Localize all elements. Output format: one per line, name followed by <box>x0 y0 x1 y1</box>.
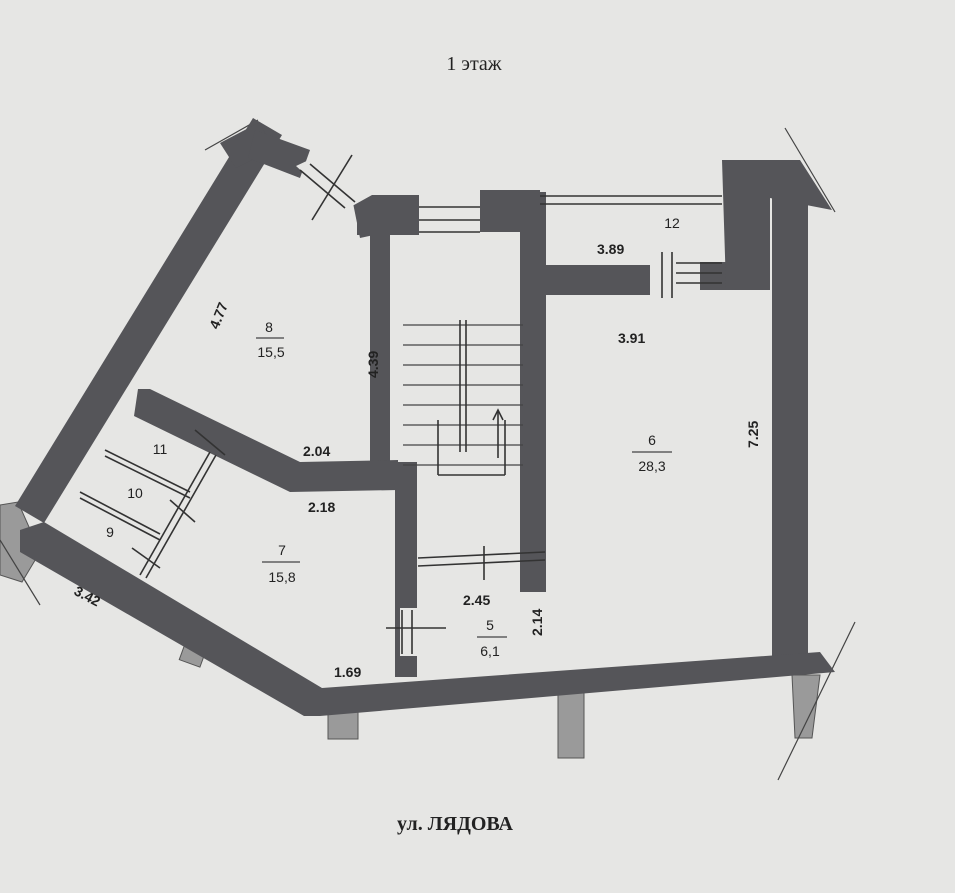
room-labels: 8 15,5 6 28,3 7 15,8 5 6,1 12 11 10 9 <box>106 215 680 659</box>
dim-2-18: 2.18 <box>308 499 335 515</box>
openings <box>296 150 722 656</box>
dim-4-77: 4.77 <box>206 300 231 331</box>
room-5-area: 6,1 <box>480 643 500 659</box>
walls <box>15 118 835 716</box>
room-5-number: 5 <box>486 617 494 633</box>
street-label: ул. ЛЯДОВА <box>397 813 513 835</box>
dim-1-69: 1.69 <box>334 664 361 680</box>
room-11-number: 11 <box>153 441 168 457</box>
room-6-area: 28,3 <box>638 458 665 474</box>
dim-3-89: 3.89 <box>597 241 624 257</box>
dim-2-14: 2.14 <box>529 609 545 636</box>
room-7-number: 7 <box>278 542 286 558</box>
room-8-number: 8 <box>265 319 273 335</box>
dimension-labels: 4.77 4.39 2.04 2.18 3.42 1.69 2.45 2.14 … <box>72 241 761 680</box>
room-9-number: 9 <box>106 524 114 540</box>
dim-2-04: 2.04 <box>303 443 330 459</box>
room-10-number: 10 <box>127 485 143 501</box>
room-8-area: 15,5 <box>257 344 284 360</box>
room-6-number: 6 <box>648 432 656 448</box>
dim-2-45: 2.45 <box>463 592 490 608</box>
dim-3-91: 3.91 <box>618 330 645 346</box>
storage-closets <box>79 429 226 579</box>
dim-7-25: 7.25 <box>745 421 761 448</box>
floor-title: 1 этаж <box>446 53 501 75</box>
room-7-area: 15,8 <box>268 569 295 585</box>
staircase <box>403 320 523 476</box>
exterior-columns <box>0 119 856 781</box>
room-12-number: 12 <box>664 215 680 231</box>
dim-4-39: 4.39 <box>365 351 381 378</box>
